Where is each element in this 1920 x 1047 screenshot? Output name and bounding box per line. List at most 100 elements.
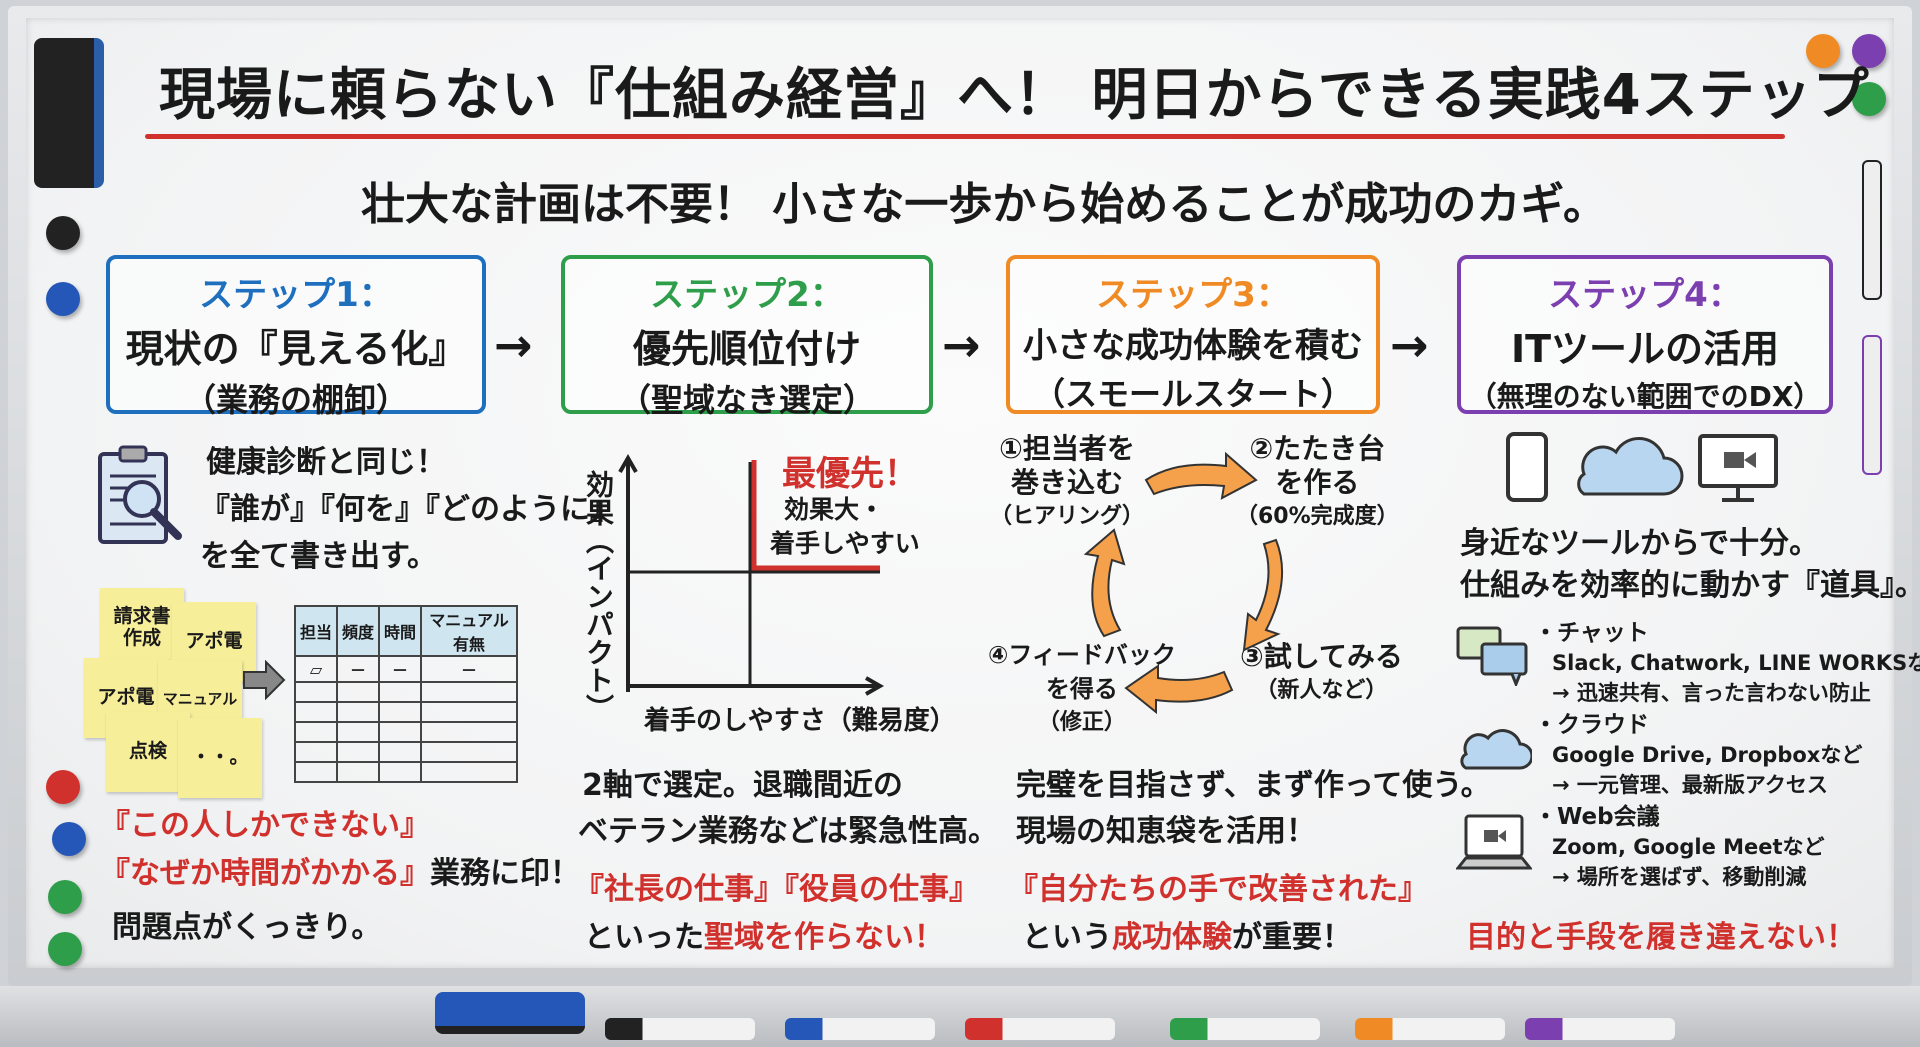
monitor-video-icon — [1698, 434, 1778, 502]
tool-name: ・クラウド — [1534, 712, 1649, 738]
col2-text: 2軸で選定。退職間近の — [582, 768, 903, 803]
step-subtitle: （無理のない範囲でのDX） — [1468, 380, 1822, 413]
step-4-box: ステップ4： ITツールの活用 （無理のない範囲でのDX） — [1457, 255, 1833, 414]
table-header: 頻度 — [336, 605, 381, 657]
tool-benefit: → 迅速共有、言った言わない防止 — [1552, 681, 1871, 705]
arrow-icon: → — [1390, 318, 1429, 372]
magnet-blue — [52, 822, 86, 856]
step-2-box: ステップ2： 優先順位付け （聖域なき選定） — [561, 255, 933, 419]
tool-name: ・チャット — [1534, 620, 1649, 646]
step-heading: ステップ3： — [1096, 275, 1290, 315]
red-text: 成功体験 — [1112, 920, 1232, 955]
red-text: 『なぜか時間がかかる』 — [100, 856, 430, 891]
step-heading: ステップ1： — [199, 275, 393, 315]
sticky-note: 点検 — [106, 712, 190, 792]
cycle-text: ④フィードバック — [988, 641, 1176, 669]
cycle-text: （修正） — [1037, 710, 1126, 735]
arrow-icon: → — [494, 318, 533, 372]
subtitle: 壮大な計画は不要！ 小さな一歩から始めることが成功のカギ。 — [361, 179, 1607, 230]
magnet-green — [1852, 82, 1886, 116]
laptop-video-icon — [1456, 814, 1532, 870]
y-axis-label: 効果（インパクト） — [582, 470, 615, 722]
col1-red-text: 『この人しかできない』 — [100, 808, 430, 843]
step-subtitle: （業務の棚卸） — [183, 381, 408, 419]
col2-red-text: 『社長の仕事』『役員の仕事』 — [574, 872, 979, 907]
col1-text: 問題点がくっきり。 — [112, 910, 382, 945]
priority-quadrant — [751, 460, 880, 571]
cycle-text: （60%完成度） — [1236, 504, 1399, 529]
tool-list-item-web-meeting: ・Web会議 Zoom, Google Meetなど → 場所を選ばず、移動削減 — [1534, 802, 1825, 892]
col1-text: 『誰が』『何を』『どのように』 — [200, 492, 620, 527]
step-title: ITツールの活用 — [1510, 327, 1780, 371]
tool-list-item-cloud: ・クラウド Google Drive, Dropboxなど → 一元管理、最新版アク… — [1534, 710, 1862, 800]
step-heading: ステップ2： — [650, 275, 844, 315]
marker-red[interactable] — [965, 1018, 1115, 1040]
magnet-black — [46, 216, 80, 250]
cycle-arrows — [1083, 451, 1284, 715]
step-1-box: ステップ1： 現状の『見える化』 （業務の棚卸） — [106, 255, 486, 419]
arrow-icon: → — [942, 318, 981, 372]
cycle-step-1: ①担当者を巻き込む（ヒアリング） — [990, 432, 1144, 534]
curved-arrow-icon — [1242, 538, 1284, 652]
col4-text: 身近なツールからで十分。 — [1460, 526, 1820, 561]
text: といった — [584, 920, 704, 955]
cycle-text: （ヒアリング） — [990, 504, 1145, 529]
text: という — [1022, 920, 1112, 955]
cycle-text: ②たたき台 — [1249, 432, 1386, 465]
cycle-step-2: ②たたき台を作る （60%完成度） — [1236, 432, 1399, 534]
cycle-text: （新人など） — [1255, 678, 1388, 703]
arrow-right-icon — [243, 660, 286, 700]
tray-eraser[interactable] — [435, 992, 585, 1034]
cycle-text: を作る — [1275, 466, 1360, 499]
marker-black[interactable] — [1862, 160, 1882, 300]
priority-note: 着手しやすい — [770, 529, 920, 558]
tool-benefit: → 一元管理、最新版アクセス — [1552, 773, 1828, 797]
table-header: 担当 — [293, 605, 339, 657]
tool-examples: Slack, Chatwork, LINE WORKSなど — [1552, 651, 1920, 675]
table-cell: － — [420, 655, 519, 683]
tool-examples: Google Drive, Dropboxなど — [1552, 743, 1863, 767]
step-subtitle: （スモールスタート） — [1032, 375, 1353, 413]
col4-red-text: 目的と手段を履き違えない！ — [1466, 920, 1856, 955]
step-heading: ステップ4： — [1548, 275, 1742, 315]
tool-benefit: → 場所を選ばず、移動削減 — [1552, 865, 1807, 889]
table-header: 時間 — [378, 605, 423, 657]
step-3-box: ステップ3： 小さな成功体験を積む （スモールスタート） — [1006, 255, 1380, 414]
clipboard-magnifier-icon — [98, 445, 182, 544]
col1-text: 『なぜか時間がかかる』業務に印！ — [100, 848, 580, 892]
col3-red-text: 『自分たちの手で改善された』 — [1008, 872, 1428, 907]
step-title: 小さな成功体験を積む — [1023, 326, 1363, 366]
magnet-red — [46, 770, 80, 804]
title-underline — [145, 134, 1785, 139]
text: が重要！ — [1232, 920, 1352, 955]
marker-orange[interactable] — [1355, 1018, 1505, 1040]
priority-note: 効果大・ — [784, 495, 885, 524]
marker-black[interactable] — [605, 1018, 755, 1040]
col1-text: を全て書き出す。 — [200, 539, 437, 574]
sticky-note: 請求書 作成 — [100, 588, 184, 668]
tool-examples: Zoom, Google Meetなど — [1552, 835, 1825, 859]
cloud-icon — [1577, 436, 1684, 496]
cloud-icon — [1460, 729, 1532, 770]
col1-text: 健康診断と同じ！ — [206, 445, 446, 480]
col3-text: という成功体験が重要！ — [1022, 912, 1352, 956]
magnet-blue — [46, 282, 80, 316]
smartphone-icon — [1506, 432, 1548, 502]
tool-name: ・Web会議 — [1534, 804, 1660, 830]
table-cell: － — [336, 655, 381, 683]
page-title: 現場に頼らない『仕組み経営』へ！ 明日からできる実践4ステップ — [159, 63, 1870, 128]
magnet-green — [48, 880, 82, 914]
marker-purple[interactable] — [1862, 335, 1882, 475]
table-header: マニュアル有無 — [420, 605, 519, 657]
marker-purple[interactable] — [1525, 1018, 1675, 1040]
col2-text: といった聖域を作らない！ — [584, 912, 944, 956]
text: 業務に印！ — [430, 856, 580, 891]
table-cell: － — [378, 655, 423, 683]
marker-green[interactable] — [1170, 1018, 1320, 1040]
cycle-text: ③試してみる — [1240, 640, 1403, 673]
eraser — [34, 38, 104, 188]
step-title: 優先順位付け — [632, 327, 861, 371]
marker-blue[interactable] — [785, 1018, 935, 1040]
curved-arrow-icon — [1144, 451, 1258, 500]
inventory-table: 担当頻度時間マニュアル有無 ▱－－－ — [293, 605, 519, 783]
